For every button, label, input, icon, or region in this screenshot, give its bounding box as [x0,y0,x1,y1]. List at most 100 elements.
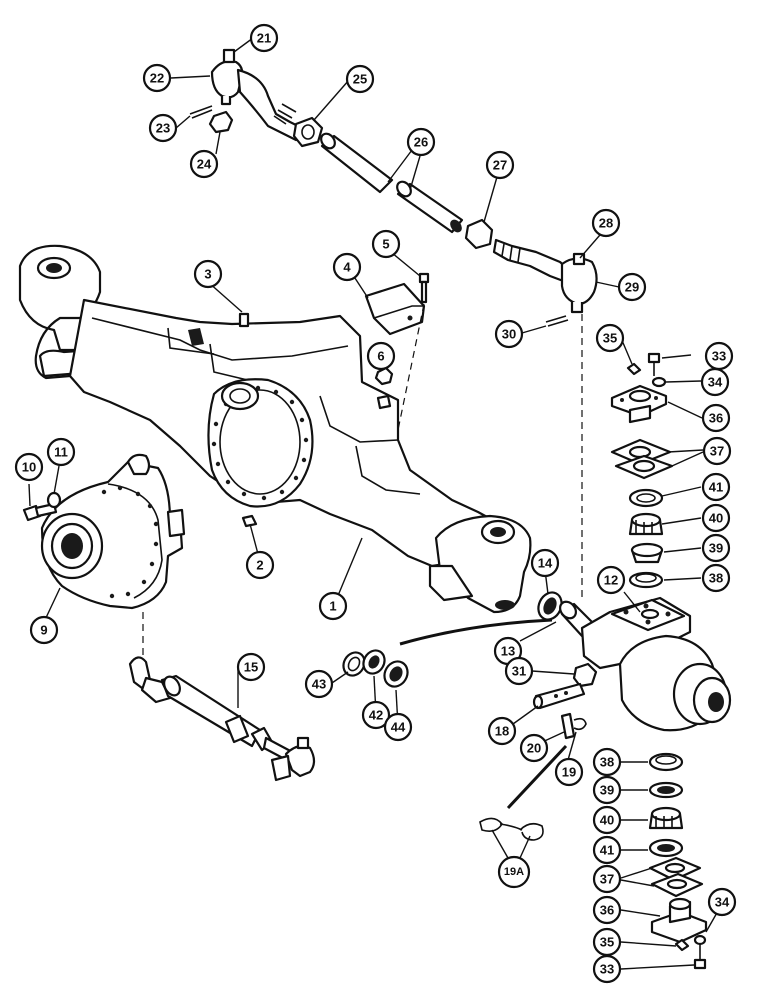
callout-19: 19 [554,757,584,787]
svg-text:23: 23 [156,121,170,136]
svg-text:9: 9 [40,623,47,638]
lower-bearing-40 [648,806,684,830]
svg-text:42: 42 [369,708,383,723]
svg-text:18: 18 [495,724,509,739]
shaft-arc [399,618,553,646]
upper-shims-37 [610,438,674,480]
svg-text:6: 6 [377,349,384,364]
callout-36-upper: 36 [701,403,731,433]
callout-19a: 19A [497,855,531,889]
svg-text:15: 15 [244,660,258,675]
callout-11: 11 [46,437,76,467]
svg-text:39: 39 [600,783,614,798]
callout-6: 6 [366,341,396,371]
callout-33-lower: 33 [592,954,622,984]
callout-33-upper: 33 [704,341,734,371]
svg-text:34: 34 [708,375,723,390]
svg-text:31: 31 [512,664,526,679]
upper-cup-39 [630,542,664,564]
svg-text:21: 21 [257,31,271,46]
lower-shims-37 [648,856,704,898]
callout-30: 30 [494,319,524,349]
svg-text:26: 26 [414,135,428,150]
pin-18 [532,682,586,710]
svg-text:25: 25 [353,72,367,87]
svg-text:19: 19 [562,765,576,780]
steering-cylinder [128,656,316,782]
svg-text:5: 5 [382,237,389,252]
seal-42 [362,649,386,675]
callout-29: 29 [617,272,647,302]
callout-36-lower: 36 [592,895,622,925]
lower-cup-39 [648,781,684,799]
carrier-bolt-holes [101,485,159,599]
svg-text:41: 41 [600,843,614,858]
plug-6 [374,366,394,386]
callout-15: 15 [236,652,266,682]
svg-text:30: 30 [502,327,516,342]
clip-set-19a [479,817,544,841]
svg-text:22: 22 [150,71,164,86]
svg-text:36: 36 [600,903,614,918]
pin-20 [560,712,576,740]
seal-14 [537,591,563,621]
callout-14: 14 [530,548,560,578]
svg-text:33: 33 [600,962,614,977]
callout-28: 28 [591,208,621,238]
svg-text:38: 38 [600,755,614,770]
callout-9: 9 [29,615,59,645]
callout-39-upper: 39 [701,533,731,563]
lower-seal-41 [648,838,684,858]
washer-43 [342,651,366,677]
svg-text:33: 33 [712,349,726,364]
svg-text:10: 10 [22,460,36,475]
svg-text:12: 12 [604,573,618,588]
jam-nut-27 [464,218,494,250]
svg-text:37: 37 [600,872,614,887]
svg-text:44: 44 [391,720,406,735]
callout-27: 27 [485,150,515,180]
callout-2: 2 [245,550,275,580]
upper-cap-36 [610,384,668,424]
callout-38-upper: 38 [701,563,731,593]
callout-4: 4 [332,252,362,282]
svg-text:2: 2 [256,558,263,573]
callout-13: 13 [493,636,523,666]
svg-text:3: 3 [204,267,211,282]
cotter-pin-23 [189,105,213,119]
tie-rod-end-left [210,48,304,142]
callout-5: 5 [371,229,401,259]
svg-text:1: 1 [329,599,336,614]
lower-cap-36 [650,897,708,944]
tie-rod-tubes-26 [320,132,464,234]
callout-26: 26 [406,127,436,157]
lower-washer-34 [693,934,707,946]
callout-37-upper: 37 [702,436,732,466]
svg-text:24: 24 [197,157,212,172]
svg-text:27: 27 [493,158,507,173]
svg-text:35: 35 [603,331,617,346]
callout-10: 10 [14,452,44,482]
callout-35-upper: 35 [595,323,625,353]
upper-key-35 [626,362,642,376]
svg-text:38: 38 [709,571,723,586]
callout-41-lower: 41 [592,835,622,865]
clip-19 [573,717,587,731]
svg-text:37: 37 [710,444,724,459]
callout-37-lower: 37 [592,864,622,894]
jam-nut-25 [292,116,324,148]
callout-24: 24 [189,149,219,179]
callout-34-upper: 34 [700,367,730,397]
callout-31: 31 [504,656,534,686]
svg-text:43: 43 [312,677,326,692]
svg-text:34: 34 [715,895,730,910]
svg-text:40: 40 [600,813,614,828]
upper-washer-34 [651,376,667,388]
differential-carrier [40,453,186,610]
callout-25: 25 [345,64,375,94]
cotter-pin-30 [545,315,569,327]
bolt-5-center-line [397,303,425,431]
svg-text:41: 41 [709,480,723,495]
callout-43: 43 [304,669,334,699]
